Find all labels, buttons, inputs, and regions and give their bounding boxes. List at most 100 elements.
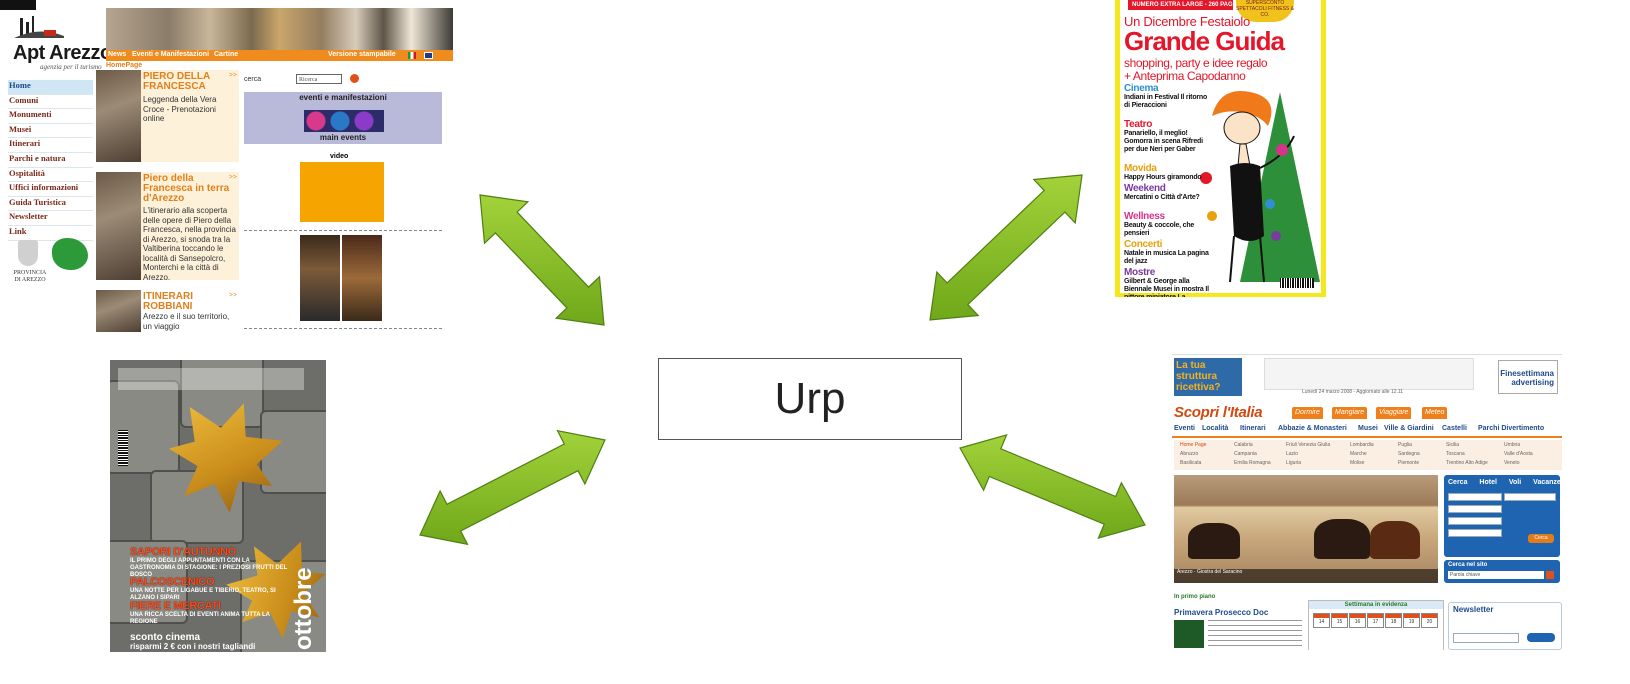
region-link[interactable]: Puglia	[1398, 442, 1412, 448]
nav-eventi[interactable]: Eventi e Manifestazioni	[132, 51, 210, 58]
region-link[interactable]: Marche	[1350, 451, 1367, 457]
newsletter-title: Newsletter	[1453, 605, 1494, 614]
search-select-region[interactable]	[1448, 493, 1502, 501]
ad-banner-struttura[interactable]: La tua struttura ricettiva?	[1174, 358, 1242, 396]
search-tab-hotel[interactable]: Hotel	[1479, 479, 1497, 486]
subnav-abbazie[interactable]: Abbazie & Monasteri	[1278, 425, 1347, 432]
region-link[interactable]: Lazio	[1286, 451, 1298, 457]
newsletter-email-input[interactable]	[1453, 633, 1519, 643]
region-link[interactable]: Veneto	[1504, 460, 1520, 466]
region-link[interactable]: Home Page	[1180, 442, 1207, 448]
region-link[interactable]: Abruzzo	[1180, 451, 1199, 457]
calendar-day[interactable]: 20	[1421, 613, 1438, 628]
search-tab-cerca[interactable]: Cerca	[1448, 479, 1468, 486]
region-link[interactable]: Toscana	[1446, 451, 1465, 457]
subnav-ville[interactable]: Ville & Giardini	[1384, 425, 1434, 432]
nav-cartine[interactable]: Cartine	[214, 51, 239, 58]
magazine-section-text: Indiani in Festival Il ritorno di Pierac…	[1124, 94, 1208, 109]
calendar-day[interactable]: 17	[1367, 613, 1384, 628]
search-select-guests[interactable]	[1448, 529, 1502, 537]
region-link[interactable]: Trentino Alto Adige	[1446, 460, 1488, 466]
magazine-top-banner: NUMERO EXTRA LARGE - 260 PAGINE	[1128, 0, 1233, 10]
region-link[interactable]: Campania	[1234, 451, 1257, 457]
region-link[interactable]: Emilia Romagna	[1234, 460, 1271, 466]
subnav-castelli[interactable]: Castelli	[1442, 425, 1467, 432]
subnav-itinerari[interactable]: Itinerari	[1240, 425, 1266, 432]
menu-item-itinerari[interactable]: Itinerari	[8, 138, 93, 153]
subnav-musei[interactable]: Musei	[1358, 425, 1378, 432]
menu-item-comuni[interactable]: Comuni	[8, 95, 93, 110]
search-select-type[interactable]	[1448, 505, 1502, 513]
search-select-city[interactable]	[1504, 493, 1556, 501]
magazine-line-3: shopping, party e idee regalo	[1124, 56, 1268, 70]
tab-viaggiare[interactable]: Viaggiare	[1376, 407, 1412, 419]
search-tab-voli[interactable]: Voli	[1508, 479, 1522, 486]
card-more-link[interactable]: >>	[229, 173, 237, 181]
region-link[interactable]: Valle d'Aosta	[1504, 451, 1533, 457]
region-link[interactable]: Molise	[1350, 460, 1365, 466]
region-link[interactable]: Sicilia	[1446, 442, 1460, 448]
calendar-day[interactable]: 19	[1403, 613, 1420, 628]
italian-flag-icon[interactable]	[408, 52, 416, 59]
search-submit-button[interactable]: Cerca	[1528, 534, 1554, 543]
apt-breadcrumb[interactable]: HomePage	[106, 62, 143, 69]
magazine-section-head: Teatro	[1124, 119, 1153, 130]
apt-search-input[interactable]: Ricerca	[296, 74, 342, 84]
uk-flag-icon[interactable]	[424, 52, 433, 59]
region-link[interactable]: Calabria	[1234, 442, 1253, 448]
tab-meteo[interactable]: Meteo	[1422, 407, 1448, 419]
region-link[interactable]: Umbria	[1504, 442, 1521, 448]
ad-banner-center[interactable]	[1264, 358, 1474, 390]
menu-item-home[interactable]: Home	[8, 80, 93, 95]
menu-item-link[interactable]: Link	[8, 226, 93, 241]
menu-item-musei[interactable]: Musei	[8, 124, 93, 139]
featured-photo-horse-race[interactable]: Arezzo · Giostra del Saracino	[1174, 475, 1438, 583]
ad-finesettimana[interactable]: Finesettimana advertising	[1498, 360, 1558, 394]
menu-item-parchi[interactable]: Parchi e natura	[8, 153, 93, 168]
region-link[interactable]: Sardegna	[1398, 451, 1420, 457]
site-search-go-icon[interactable]	[1546, 571, 1554, 579]
region-link[interactable]: Basilicata	[1180, 460, 1202, 466]
article-thumbnail[interactable]	[1174, 620, 1204, 648]
calendar-day[interactable]: 18	[1385, 613, 1402, 628]
province-emblem-icon	[18, 240, 38, 266]
apt-card-piero[interactable]: PIERO DELLA FRANCESCA Leggenda della Ver…	[96, 70, 239, 162]
tower-logo-icon	[14, 16, 64, 38]
guide-cover-scopri-comuni[interactable]	[342, 235, 382, 321]
menu-item-ospitalita[interactable]: Ospitalità	[8, 168, 93, 183]
tab-dormire[interactable]: Dormire	[1292, 407, 1323, 419]
scopri-logo[interactable]: Scopri l'Italia	[1174, 404, 1263, 421]
menu-item-monumenti[interactable]: Monumenti	[8, 109, 93, 124]
search-go-icon[interactable]	[350, 74, 359, 83]
region-link[interactable]: Piemonte	[1398, 460, 1420, 466]
site-search-input[interactable]: Parola chiave	[1448, 571, 1544, 579]
calendar-day[interactable]: 15	[1331, 613, 1348, 628]
guide-cover-scopri-arezzo[interactable]	[300, 235, 340, 321]
calendar-day[interactable]: 16	[1349, 613, 1366, 628]
card-more-link[interactable]: >>	[229, 291, 237, 299]
newsletter-subscribe-button[interactable]	[1527, 633, 1555, 642]
region-link[interactable]: Lombardia	[1350, 442, 1374, 448]
search-tab-vacanze[interactable]: Vacanze	[1533, 479, 1561, 486]
subnav-parchi[interactable]: Parchi Divertimento	[1478, 425, 1545, 432]
region-link[interactable]: Friuli Venezia Giulia	[1286, 442, 1331, 448]
subnav-eventi[interactable]: Eventi	[1174, 425, 1196, 432]
search-select-date[interactable]	[1448, 517, 1502, 525]
menu-item-guida[interactable]: Guida Turistica	[8, 197, 93, 212]
card-more-link[interactable]: >>	[229, 71, 237, 79]
menu-item-newsletter[interactable]: Newsletter	[8, 211, 93, 226]
video-player[interactable]	[300, 162, 384, 222]
calendar-day[interactable]: 14	[1313, 613, 1330, 628]
region-link[interactable]: Liguria	[1286, 460, 1302, 466]
nav-versione-stampabile[interactable]: Versione stampabile	[328, 51, 396, 58]
article-title[interactable]: Primavera Prosecco Doc	[1174, 608, 1269, 617]
menu-item-uffici[interactable]: Uffici informazioni	[8, 182, 93, 197]
apt-card-piero-terra[interactable]: Piero della Francesca in terra d'Arezzo …	[96, 172, 239, 282]
subnav-localita[interactable]: Località	[1202, 425, 1229, 432]
apt-card-robbiani[interactable]: ITINERARI ROBBIANI Arezzo e il suo terri…	[96, 290, 239, 332]
tab-mangiare[interactable]: Mangiare	[1332, 407, 1368, 419]
nav-news[interactable]: News	[108, 51, 127, 58]
apt-events-panel[interactable]: eventi e manifestazioni main events	[244, 92, 442, 144]
magazine-section-text: Beauty & coccole, che pensieri	[1124, 222, 1195, 237]
